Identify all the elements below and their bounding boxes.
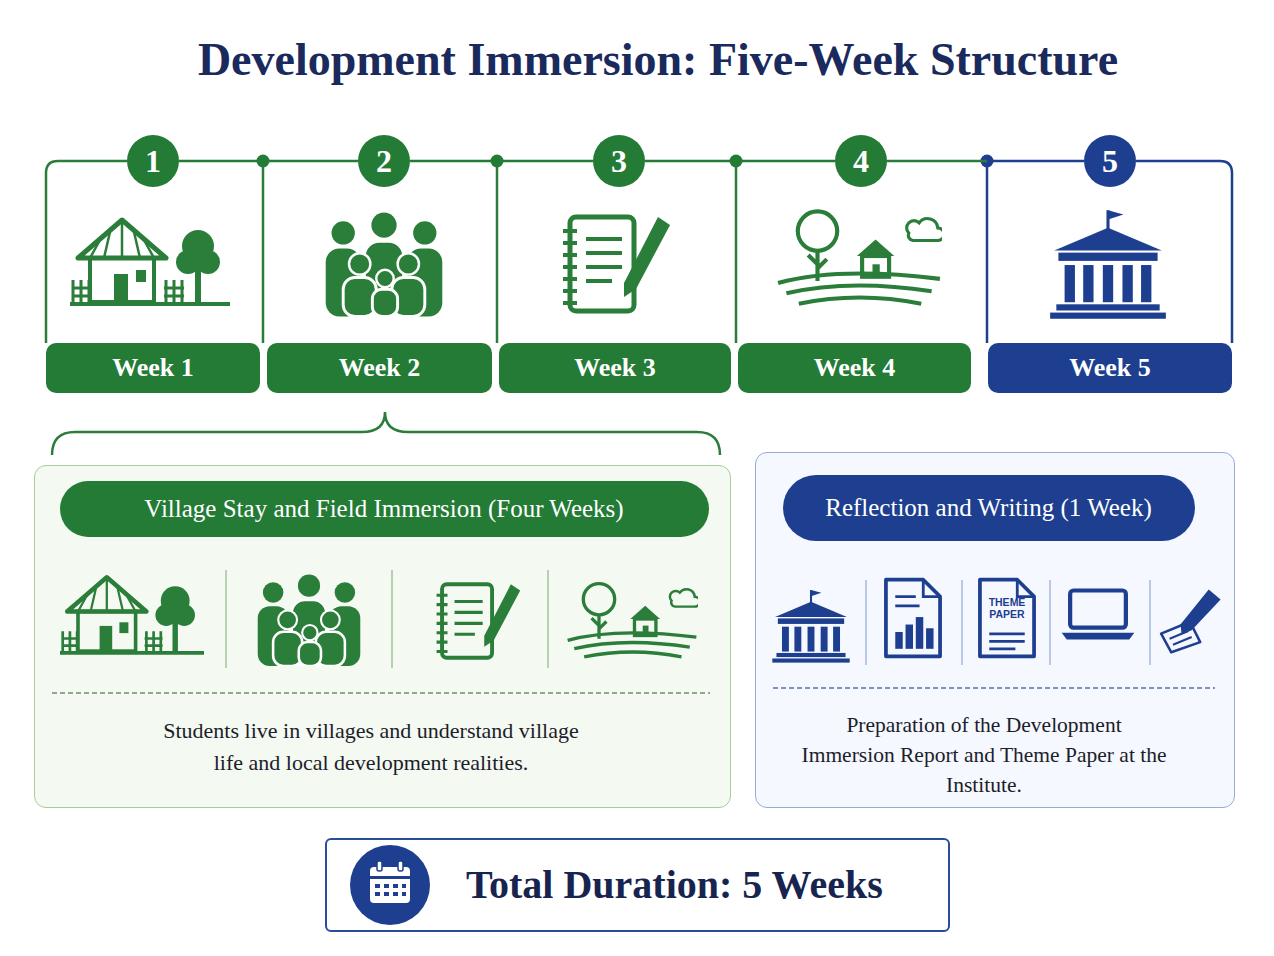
week-number-circle: 4 [835, 135, 887, 187]
week-bar: Week 3 [499, 343, 731, 393]
week-bar: Week 5 [988, 343, 1232, 393]
circle-shape [1084, 135, 1136, 187]
timeline-connector [179, 160, 358, 163]
landscape-icon [568, 584, 700, 657]
laptop-icon [1062, 591, 1135, 640]
circle-shape [358, 135, 410, 187]
node-text: Total Duration: 5 Weeks [466, 862, 883, 908]
village-hut-icon [70, 220, 230, 304]
notebook-icon [563, 217, 670, 311]
calendar-band [370, 876, 410, 879]
node-text: Reflection and Writing (1 Week) [825, 493, 1152, 523]
community-icon [326, 212, 443, 316]
circle-shape [127, 135, 179, 187]
community-icon [258, 575, 361, 666]
node-text: Week 2 [339, 353, 421, 383]
week-divider [263, 161, 736, 343]
institute-icon [1050, 210, 1166, 319]
dashed-rule [773, 687, 1215, 688]
calendar-badge [350, 845, 430, 925]
node-text: 1 [145, 144, 161, 178]
village-hut-icon [60, 577, 204, 653]
node-text: Week 3 [574, 353, 656, 383]
node-text: Village Stay and Field Immersion (Four W… [144, 494, 623, 524]
phase-panel: Students live in villages and understand… [34, 465, 731, 808]
institute-icon [772, 590, 849, 663]
node-text: 3 [611, 144, 627, 178]
node-text: Week 1 [112, 353, 194, 383]
timeline-frame [1136, 161, 1232, 343]
landscape-icon [778, 211, 944, 303]
timeline-connector [887, 160, 1084, 163]
icon-separator [226, 570, 548, 668]
week-number-circle: 5 [1084, 135, 1136, 187]
timeline-dot [257, 155, 270, 168]
node-text: Week 4 [814, 353, 896, 383]
notebook-icon [437, 584, 521, 657]
week-number-circle: 3 [593, 135, 645, 187]
week-divider [986, 161, 989, 343]
circle-shape [835, 135, 887, 187]
report-icon [886, 580, 940, 657]
phase-pill: Village Stay and Field Immersion (Four W… [60, 481, 709, 537]
timeline-frame [46, 161, 127, 343]
node-text: Students live in villages and understand… [151, 715, 591, 779]
phase-panel: Preparation of the Development Immersion… [755, 452, 1235, 808]
icon-separator [866, 580, 1150, 665]
calendar-sheet [370, 867, 410, 903]
calendar-ring [377, 861, 382, 871]
circle-shape [593, 135, 645, 187]
node-text: 5 [1102, 144, 1118, 178]
writing-icon [1161, 589, 1221, 652]
week-bar: Week 4 [738, 343, 971, 393]
week-number-circle: 2 [358, 135, 410, 187]
timeline-connector [645, 160, 835, 163]
group-brace [52, 412, 720, 455]
node-text: 4 [853, 144, 869, 178]
diagram-title: Development Immersion: Five-Week Structu… [100, 32, 1216, 88]
timeline-connector [410, 160, 593, 163]
timeline-dot [491, 155, 504, 168]
node-text: Week 5 [1069, 353, 1151, 383]
duration-box: Total Duration: 5 Weeks [325, 838, 950, 932]
calendar-grid [375, 884, 406, 896]
week-number-circle: 1 [127, 135, 179, 187]
node-text: Preparation of the Development Immersion… [798, 710, 1170, 800]
timeline-dot [981, 155, 994, 168]
dashed-rule [52, 692, 710, 693]
node-text: 2 [376, 144, 392, 178]
week-bar: Week 1 [46, 343, 260, 393]
calendar-ring [398, 861, 403, 871]
theme-paper-icon [980, 580, 1034, 657]
timeline-dot [730, 155, 743, 168]
phase-pill: Reflection and Writing (1 Week) [783, 475, 1195, 541]
week-bar: Week 2 [267, 343, 492, 393]
